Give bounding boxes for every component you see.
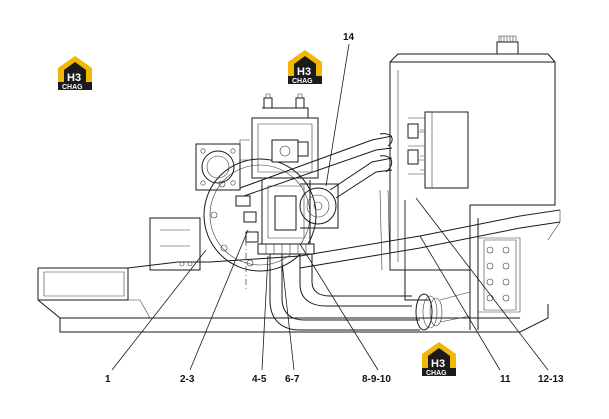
svg-text:CHAG: CHAG xyxy=(292,78,313,85)
callout-1: 1 xyxy=(105,374,111,385)
svg-text:CHAG: CHAG xyxy=(62,84,83,91)
callout-12-13: 12-13 xyxy=(538,374,564,385)
leader-lines xyxy=(111,43,549,371)
callout-14: 14 xyxy=(343,32,355,43)
chassis-frame xyxy=(37,200,561,333)
hydraulic-tank xyxy=(389,35,556,271)
callout-2-3: 2-3 xyxy=(180,374,195,385)
svg-text:H3: H3 xyxy=(67,72,81,84)
brand-logo-left: H3 CHAG xyxy=(58,56,92,91)
pump-assembly xyxy=(195,93,339,272)
hydraulic-hoses xyxy=(239,133,471,331)
brand-logo-center: H3 CHAG xyxy=(288,50,322,85)
callout-6-7: 6-7 xyxy=(285,374,300,385)
callout-labels: 1 2-3 4-5 6-7 8-9-10 11 12-13 14 xyxy=(105,32,564,385)
bracket-bolts xyxy=(486,246,510,302)
svg-text:H3: H3 xyxy=(297,66,311,78)
svg-text:CHAG: CHAG xyxy=(426,370,447,377)
callout-4-5: 4-5 xyxy=(252,374,267,385)
callout-8-9-10: 8-9-10 xyxy=(362,374,391,385)
svg-text:H3: H3 xyxy=(431,358,445,370)
callout-11: 11 xyxy=(500,374,511,385)
brand-logo-bottom: H3 CHAG xyxy=(422,342,456,377)
